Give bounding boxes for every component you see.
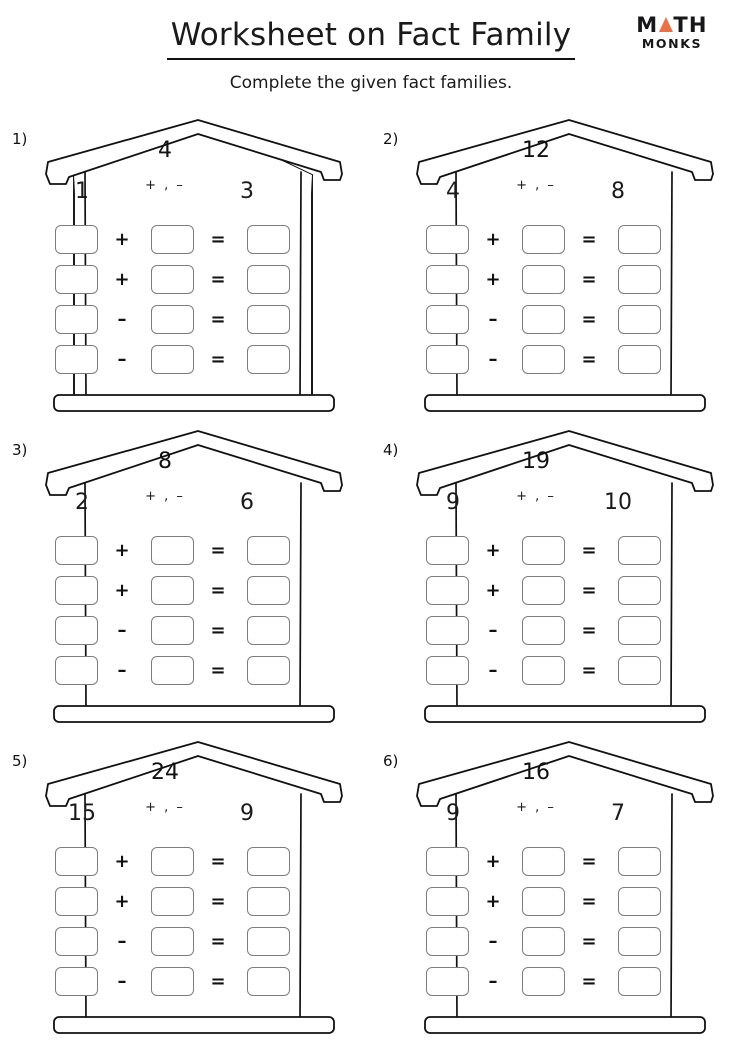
problem-2: 2) 12 4 + , – 8 + bbox=[371, 112, 742, 425]
problem-1: 1) 4 bbox=[0, 112, 371, 425]
logo-wordmark-monks: MONKS bbox=[641, 36, 703, 51]
triangle-icon bbox=[659, 17, 674, 32]
problem-6: 6) 16 9 + , – 7 + bbox=[371, 734, 742, 1047]
problem-number: 1) bbox=[12, 130, 28, 148]
problem-4: 4) 19 9 + , – 10 + bbox=[371, 423, 742, 736]
page-title: Worksheet on Fact Family bbox=[166, 16, 576, 60]
problem-5: 5) 24 15 + , – 9 + bbox=[0, 734, 371, 1047]
math-monks-logo: M TH MONKS bbox=[620, 14, 724, 60]
logo-letters-th: TH bbox=[673, 13, 708, 37]
page-subtitle: Complete the given fact families. bbox=[229, 73, 513, 93]
problems-grid: 1) 4 bbox=[0, 112, 742, 1050]
fact-family-house bbox=[399, 423, 729, 723]
fact-family-house bbox=[399, 734, 729, 1034]
fact-family-house bbox=[399, 112, 729, 412]
problem-number: 3) bbox=[12, 441, 28, 459]
logo-wordmark-math: M TH bbox=[620, 14, 724, 36]
logo-letter-m: M bbox=[636, 13, 659, 37]
fact-family-house bbox=[28, 734, 358, 1034]
problem-number: 2) bbox=[383, 130, 399, 148]
problem-3: 3) 8 2 + , – 6 + bbox=[0, 423, 371, 736]
problem-number: 5) bbox=[12, 752, 28, 770]
problem-number: 6) bbox=[383, 752, 399, 770]
problem-number: 4) bbox=[383, 441, 399, 459]
page-header: Worksheet on Fact Family Complete the gi… bbox=[0, 0, 742, 110]
fact-family-house bbox=[28, 423, 358, 723]
title-container: Worksheet on Fact Family bbox=[0, 16, 742, 60]
fact-family-house bbox=[28, 112, 358, 412]
